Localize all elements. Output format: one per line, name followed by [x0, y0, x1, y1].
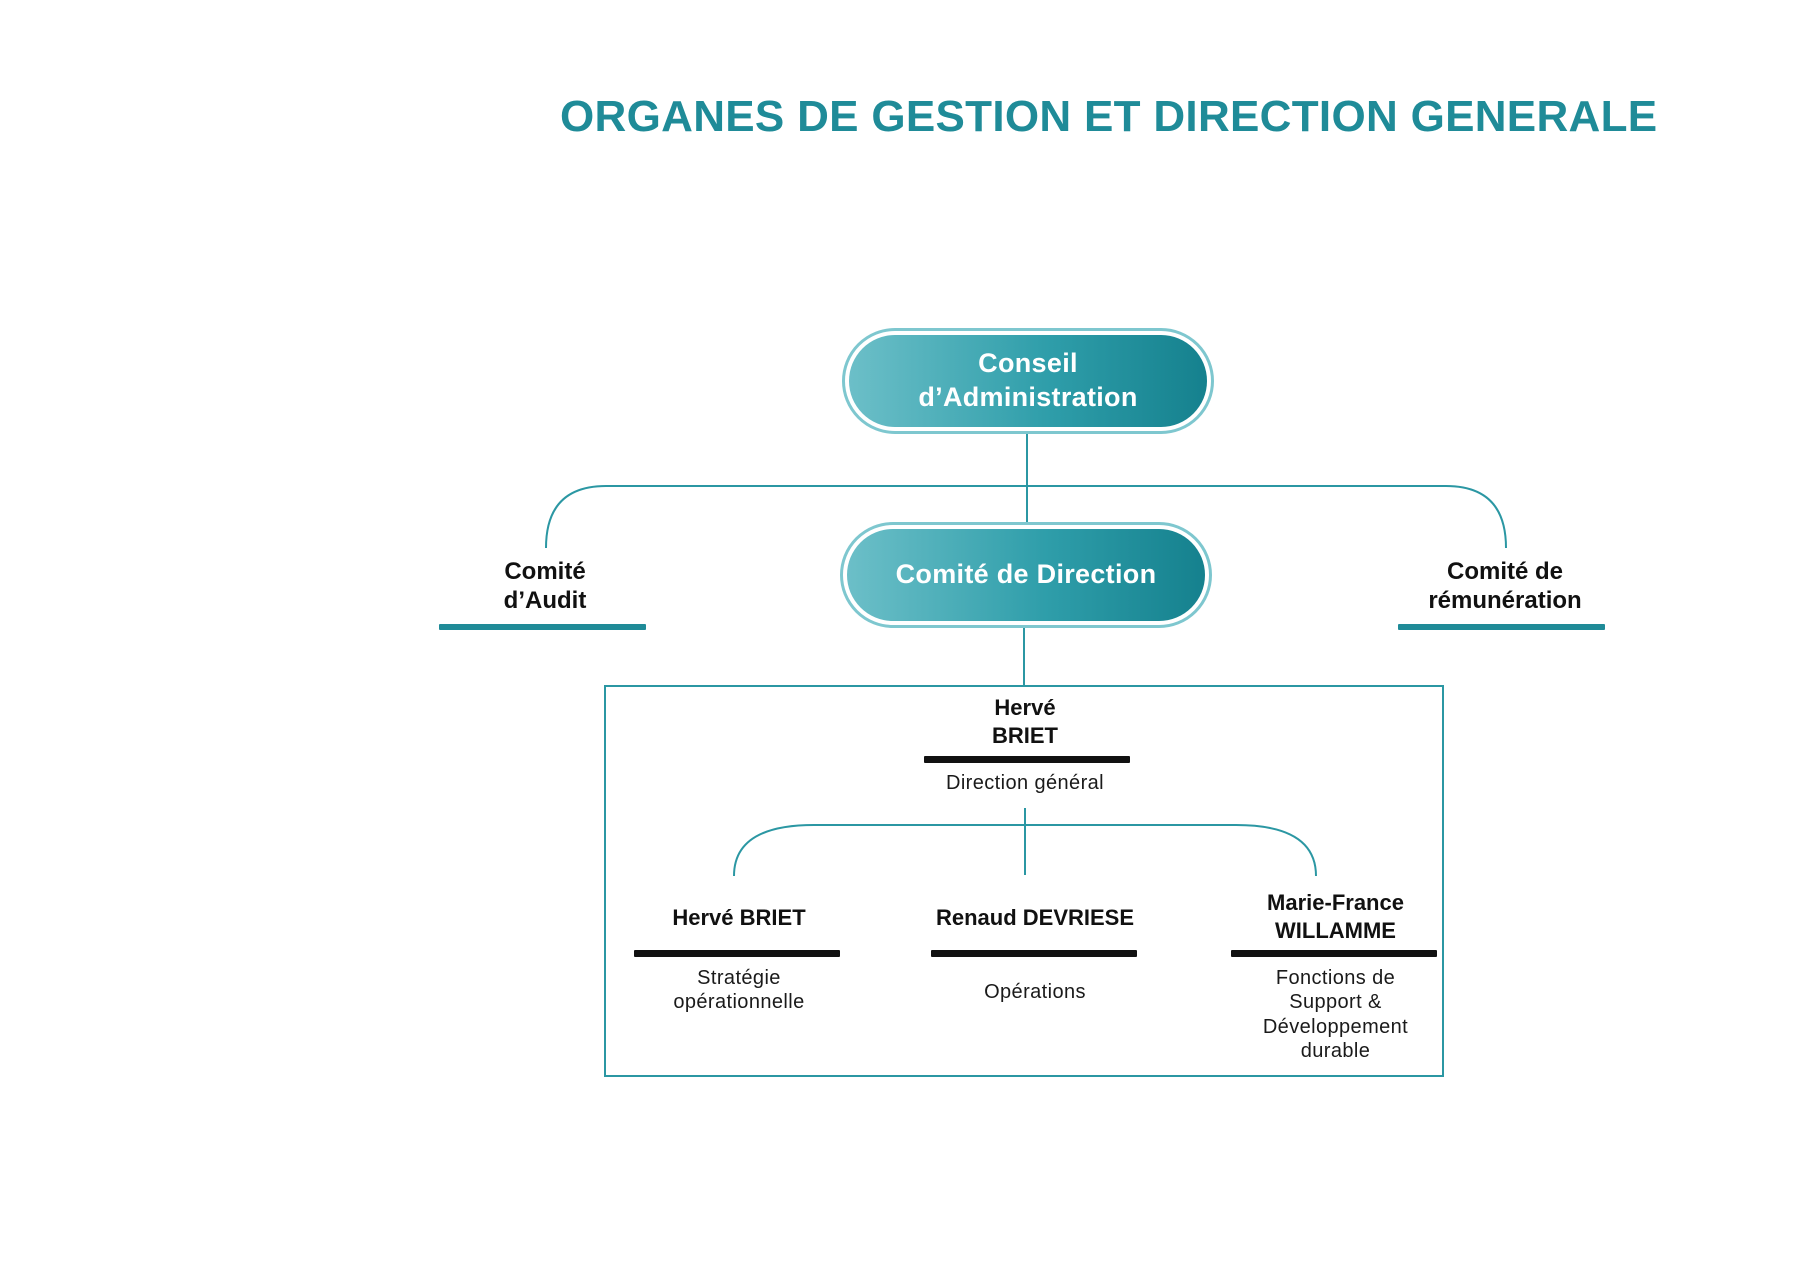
member-role-support-line2: Support &: [1289, 991, 1382, 1014]
members-branch-line: [733, 824, 1317, 877]
member-role-strategy-line2: opérationnelle: [673, 991, 805, 1014]
member-underline-strategy: [634, 950, 840, 957]
member-name-operations: Renaud DEVRIESE: [935, 905, 1135, 930]
member-role-support-line4: durable: [1300, 1040, 1371, 1063]
member-role-operations: Opérations: [910, 980, 1160, 1004]
member-underline-support: [1231, 950, 1437, 957]
audit-committee-underline: [439, 624, 646, 630]
member-name-support-line1: Marie-France: [1267, 890, 1404, 915]
remuneration-committee-line2: rémunération: [1428, 587, 1582, 615]
member-underline-operations: [931, 950, 1137, 957]
executive-committee-node: Comité de Direction: [840, 522, 1212, 628]
board-node-label: Conseil d’Administration: [849, 335, 1207, 427]
audit-committee-line2: d’Audit: [503, 587, 587, 615]
management-members-box: [604, 685, 1444, 1077]
ceo-role: Direction général: [946, 772, 1104, 794]
board-label-line1: Conseil: [978, 348, 1078, 379]
member-role-strategy-line1: Stratégie: [697, 967, 781, 989]
committees-branch-line: [545, 485, 1507, 549]
ceo-name-line2: BRIET: [992, 723, 1058, 749]
member-name-support: Marie-France WILLAMME: [1218, 889, 1453, 945]
member-name-support-line2: WILLAMME: [1275, 918, 1396, 944]
member-role-support: Fonctions de Support & Développement dur…: [1218, 966, 1453, 1064]
member-role-operations-line1: Opérations: [984, 981, 1086, 1003]
page-title: ORGANES DE GESTION ET DIRECTION GENERALE: [560, 92, 1658, 141]
member-role-support-line3: Développement: [1262, 1015, 1409, 1038]
member-name-strategy: Hervé BRIET: [672, 905, 806, 930]
ceo-name-line1: Hervé: [994, 695, 1056, 720]
ceo-name: Hervé BRIET: [925, 694, 1125, 750]
remuneration-committee-line1: Comité de: [1446, 558, 1563, 585]
member-role-support-line1: Fonctions de: [1275, 967, 1396, 989]
executive-committee-label: Comité de Direction: [847, 529, 1205, 621]
ceo-underline: [924, 756, 1130, 763]
audit-committee-node: Comité d’Audit: [460, 557, 630, 616]
audit-committee-line1: Comité: [504, 558, 586, 585]
board-label-line2: d’Administration: [918, 382, 1138, 412]
member-role-strategy: Stratégie opérationnelle: [619, 966, 859, 1015]
board-node: Conseil d’Administration: [842, 328, 1214, 434]
remuneration-committee-underline: [1398, 624, 1605, 630]
remuneration-committee-node: Comité de rémunération: [1390, 557, 1620, 616]
